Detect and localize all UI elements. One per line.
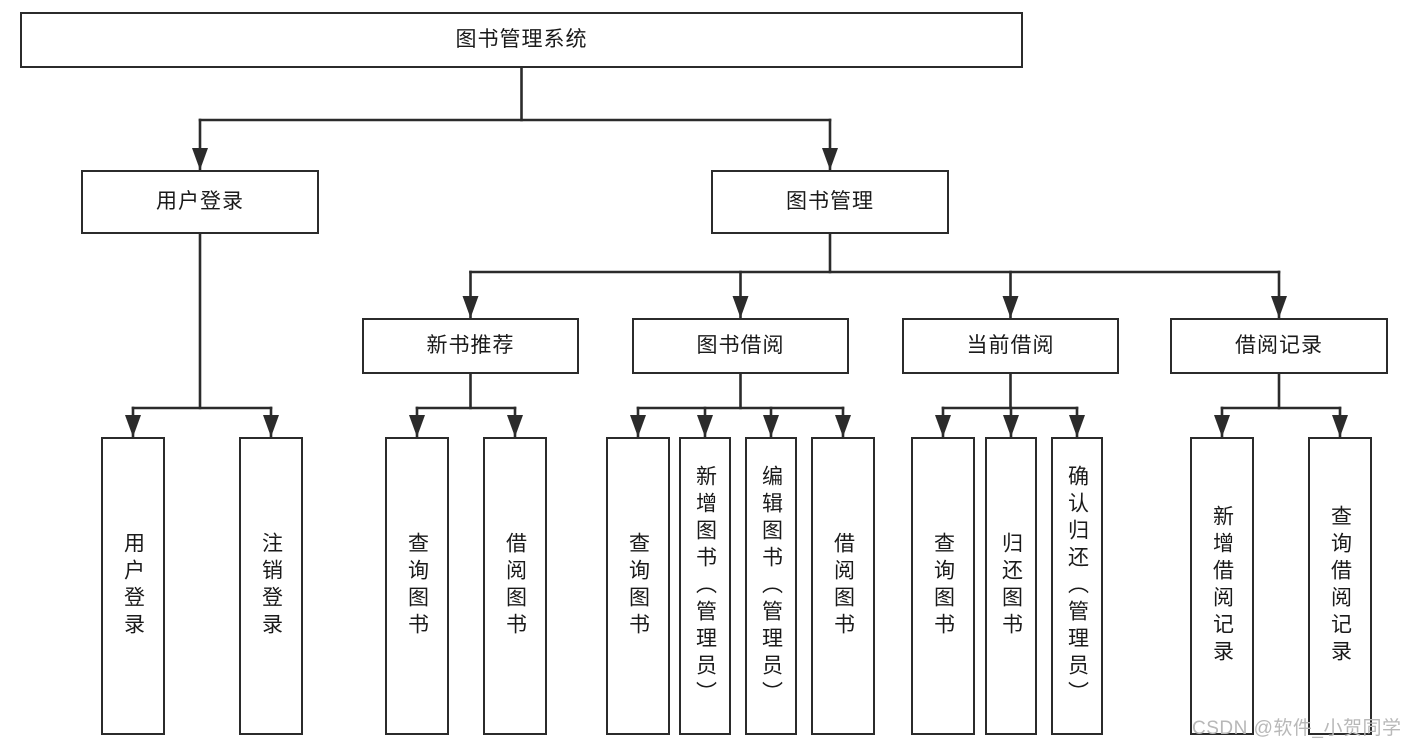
- arrowhead-5-1: [1003, 415, 1019, 437]
- arrowhead-1-1: [732, 296, 749, 318]
- arrowhead-1-2: [1002, 296, 1019, 318]
- node-label: 注销登录: [259, 532, 283, 640]
- arrowhead-5-2: [1069, 415, 1085, 437]
- arrowhead-6-0: [1214, 415, 1230, 437]
- node-label: 确认归还（管理员）: [1065, 464, 1089, 708]
- arrowhead-0-1: [822, 148, 838, 170]
- arrowhead-1-3: [1271, 296, 1287, 318]
- node-label: 新增图书（管理员）: [693, 464, 717, 708]
- watermark: CSDN @软件_小贺同学: [1192, 718, 1402, 739]
- arrowhead-4-2: [763, 415, 779, 437]
- node-label: 查询借阅记录: [1328, 505, 1352, 667]
- node-l3_2[interactable]: 当前借阅: [902, 318, 1119, 374]
- node-l3_1[interactable]: 图书借阅: [632, 318, 849, 374]
- node-label: 用户登录: [121, 532, 145, 640]
- node-label: 归还图书: [999, 532, 1023, 640]
- node-leaf_0[interactable]: 用户登录: [101, 437, 165, 735]
- node-label: 借阅图书: [503, 532, 527, 640]
- node-leaf_12[interactable]: 查询借阅记录: [1308, 437, 1372, 735]
- node-l2_1[interactable]: 图书管理: [711, 170, 949, 234]
- node-label: 用户登录: [156, 190, 244, 214]
- node-leaf_7[interactable]: 借阅图书: [811, 437, 875, 735]
- arrowhead-3-1: [507, 415, 523, 437]
- node-label: 图书管理系统: [455, 28, 588, 52]
- node-root[interactable]: 图书管理系统: [20, 12, 1023, 68]
- node-label: 图书管理: [786, 190, 874, 214]
- node-leaf_6[interactable]: 编辑图书（管理员）: [745, 437, 797, 735]
- node-label: 借阅图书: [831, 532, 855, 640]
- node-leaf_4[interactable]: 查询图书: [606, 437, 670, 735]
- node-leaf_2[interactable]: 查询图书: [385, 437, 449, 735]
- node-leaf_8[interactable]: 查询图书: [911, 437, 975, 735]
- node-label: 新增借阅记录: [1210, 505, 1234, 667]
- node-label: 查询图书: [405, 532, 429, 640]
- arrowhead-1-0: [462, 296, 479, 318]
- arrowhead-4-1: [697, 415, 713, 437]
- arrowhead-5-0: [935, 415, 951, 437]
- node-leaf_3[interactable]: 借阅图书: [483, 437, 547, 735]
- node-label: 当前借阅: [966, 334, 1055, 358]
- node-label: 图书借阅: [696, 334, 785, 358]
- node-label: 新书推荐: [426, 334, 515, 358]
- node-label: 查询图书: [931, 532, 955, 640]
- node-leaf_1[interactable]: 注销登录: [239, 437, 303, 735]
- node-leaf_10[interactable]: 确认归还（管理员）: [1051, 437, 1103, 735]
- arrowhead-6-1: [1332, 415, 1348, 437]
- node-leaf_11[interactable]: 新增借阅记录: [1190, 437, 1254, 735]
- node-label: 查询图书: [626, 532, 650, 640]
- arrowhead-4-0: [630, 415, 646, 437]
- node-l3_0[interactable]: 新书推荐: [362, 318, 579, 374]
- node-label: 借阅记录: [1235, 334, 1323, 358]
- node-l3_3[interactable]: 借阅记录: [1170, 318, 1388, 374]
- node-l2_0[interactable]: 用户登录: [81, 170, 319, 234]
- arrowhead-4-3: [835, 415, 851, 437]
- arrowhead-0-0: [192, 148, 208, 170]
- arrowhead-2-0: [125, 415, 141, 437]
- arrowhead-3-0: [409, 415, 425, 437]
- node-leaf_9[interactable]: 归还图书: [985, 437, 1037, 735]
- arrowhead-2-1: [263, 415, 279, 437]
- node-label: 编辑图书（管理员）: [759, 464, 783, 708]
- node-leaf_5[interactable]: 新增图书（管理员）: [679, 437, 731, 735]
